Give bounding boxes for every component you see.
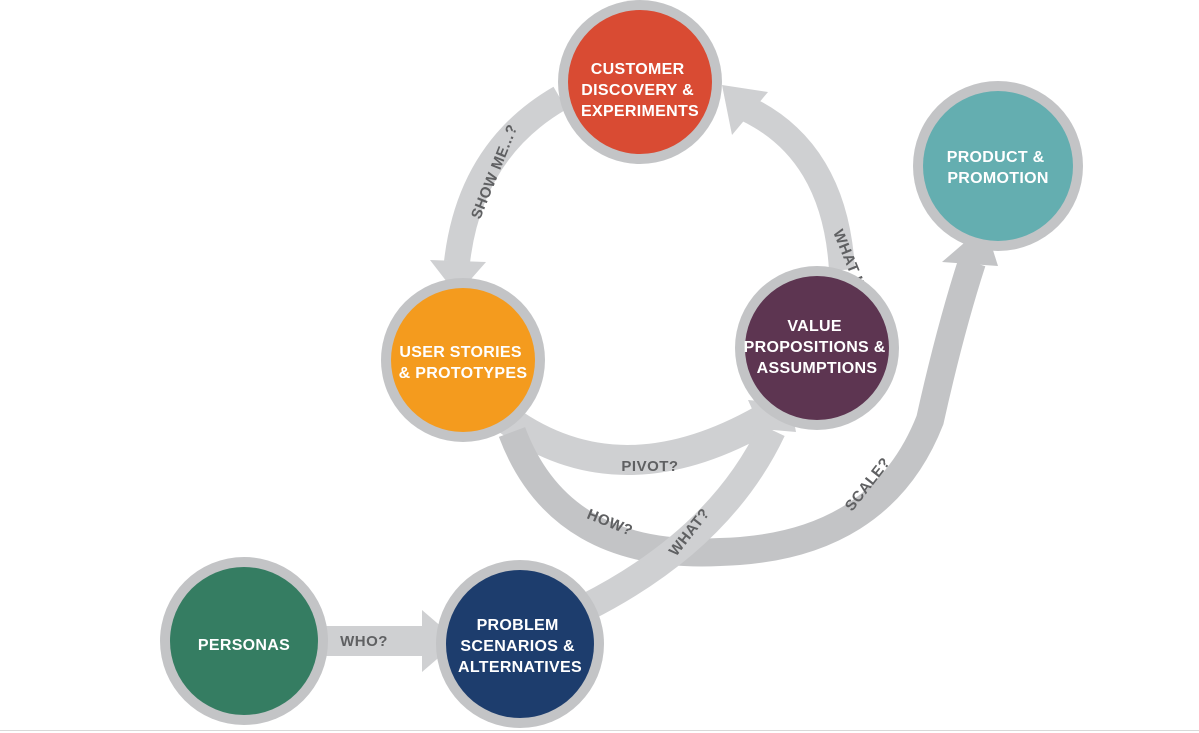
- personas-label: PERSONAS: [198, 637, 290, 654]
- what-arrow: [578, 400, 796, 621]
- node-personas: PERSONAS: [160, 557, 328, 725]
- pivot-label: PIVOT?: [621, 458, 678, 475]
- user-stories-label: USER STORIES & PROTOTYPES: [399, 344, 528, 382]
- node-customer-discovery: CUSTOMER DISCOVERY & EXPERIMENTS: [558, 0, 722, 164]
- arrows-layer: [318, 85, 998, 672]
- customer-discovery-label: CUSTOMER DISCOVERY & EXPERIMENTS: [581, 61, 699, 120]
- product-promotion-label: PRODUCT & PROMOTION: [947, 149, 1050, 187]
- node-value-propositions: VALUE PROPOSITIONS & ASSUMPTIONS: [735, 266, 899, 430]
- node-user-stories: USER STORIES & PROTOTYPES: [381, 278, 545, 442]
- bottom-divider: [0, 730, 1199, 731]
- value-propositions-label: VALUE PROPOSITIONS & ASSUMPTIONS: [744, 318, 891, 377]
- what-if-arrow: [722, 85, 855, 271]
- who-arrow: [318, 610, 458, 672]
- node-product-promotion: PRODUCT & PROMOTION: [913, 81, 1083, 251]
- show-me-arrow: [430, 86, 567, 295]
- problem-scenarios-label: PROBLEM SCENARIOS & ALTERNATIVES: [458, 617, 582, 676]
- who-label: WHO?: [340, 633, 388, 650]
- node-problem-scenarios: PROBLEM SCENARIOS & ALTERNATIVES: [436, 560, 604, 728]
